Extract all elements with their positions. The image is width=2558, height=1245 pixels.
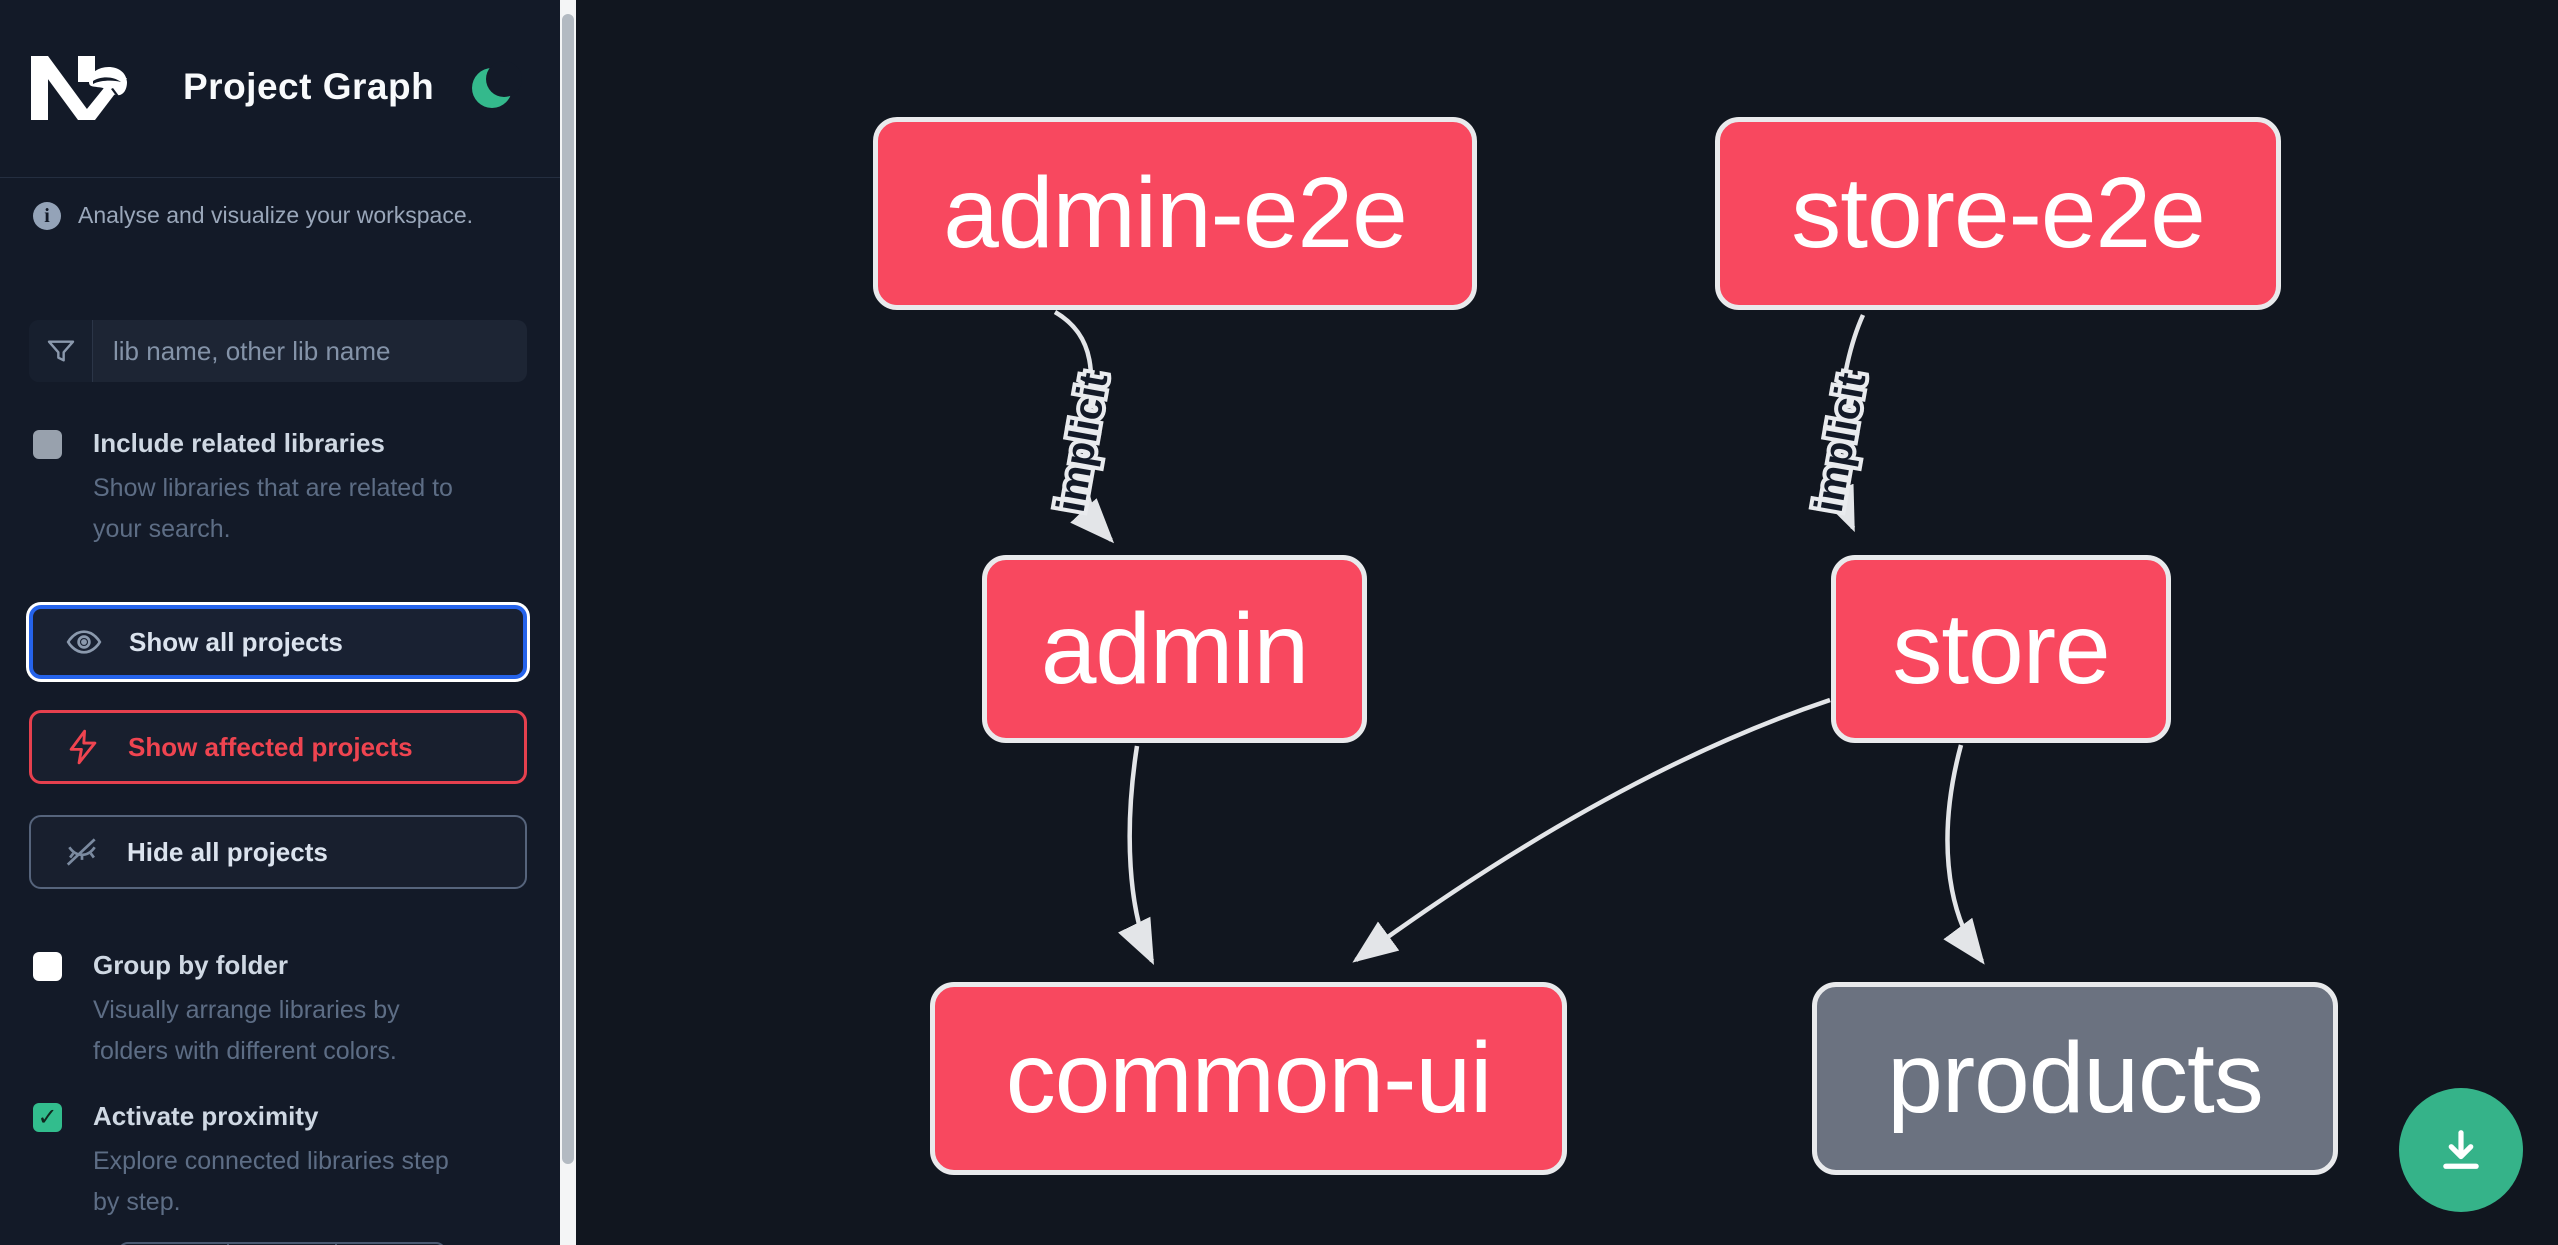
header-divider — [0, 177, 560, 178]
edge-store-common-ui — [1352, 697, 1831, 963]
info-icon: i — [33, 202, 61, 230]
library-search — [29, 320, 527, 382]
project-node-admin-e2e[interactable]: admin-e2e — [873, 117, 1477, 310]
project-node-admin[interactable]: admin — [982, 555, 1367, 743]
edge-label-implicit: implicit — [1049, 370, 1117, 516]
sidebar: Project Graph i Analyse and visualize yo… — [0, 0, 560, 1245]
project-node-products[interactable]: products — [1812, 982, 2338, 1175]
include-related-libraries-checkbox[interactable] — [33, 430, 62, 459]
theme-toggle-moon-icon[interactable] — [466, 61, 522, 114]
edge-label-implicit: implicit — [1807, 370, 1875, 516]
node-label: store-e2e — [1791, 157, 2205, 269]
download-icon — [2443, 1130, 2479, 1169]
eye-icon — [66, 630, 102, 654]
node-label: store — [1892, 592, 2110, 705]
checkbox-description: Visually arrange libraries by folders wi… — [93, 996, 400, 1065]
node-label: products — [1887, 1022, 2264, 1134]
checkbox-label: Group by folder — [93, 950, 288, 980]
edge-admin-common-ui — [1118, 745, 1155, 966]
download-graph-button[interactable] — [2399, 1088, 2523, 1212]
nx-logo-icon — [31, 56, 127, 120]
edge-store-products — [1943, 744, 1985, 965]
filter-funnel-icon — [29, 320, 93, 382]
node-label: admin-e2e — [943, 157, 1408, 269]
sidebar-scrollbar — [560, 0, 576, 1245]
checkbox-label: Include related libraries — [93, 428, 385, 458]
project-node-store[interactable]: store — [1831, 555, 2171, 743]
project-node-store-e2e[interactable]: store-e2e — [1715, 117, 2281, 310]
page-title: Project Graph — [183, 66, 435, 107]
node-label: common-ui — [1005, 1022, 1493, 1134]
node-label: admin — [1040, 592, 1309, 705]
activate-proximity-checkbox[interactable]: ✓ — [33, 1103, 62, 1132]
button-label: Show all projects — [129, 626, 343, 657]
button-label: Hide all projects — [127, 836, 328, 867]
edge-admin-e2e-admin — [1053, 310, 1115, 544]
project-node-common-ui[interactable]: common-ui — [930, 982, 1567, 1175]
eye-off-icon — [66, 838, 96, 866]
scrollbar-thumb[interactable] — [562, 14, 574, 1164]
show-affected-projects-button[interactable]: Show affected projects — [29, 710, 527, 784]
checkbox-description: Explore connected libraries step by step… — [93, 1147, 449, 1216]
tagline-text: Analyse and visualize your workspace. — [78, 202, 474, 228]
dependency-edges: implicit implicit — [1045, 310, 1985, 966]
show-all-projects-button[interactable]: Show all projects — [29, 605, 527, 679]
button-label: Show affected projects — [128, 731, 413, 762]
search-input[interactable] — [93, 320, 527, 382]
graph-canvas[interactable]: implicit implicit admin-e2e store-e2e ad… — [576, 0, 2558, 1245]
hide-all-projects-button[interactable]: Hide all projects — [29, 815, 527, 889]
checkbox-label: Activate proximity — [93, 1101, 319, 1131]
edge-store-e2e-store — [1820, 314, 1866, 533]
checkbox-description: Show libraries that are related to your … — [93, 474, 453, 543]
sidebar-header: Project Graph — [0, 0, 560, 177]
lightning-bolt-icon — [69, 729, 97, 765]
group-by-folder-checkbox[interactable] — [33, 952, 62, 981]
